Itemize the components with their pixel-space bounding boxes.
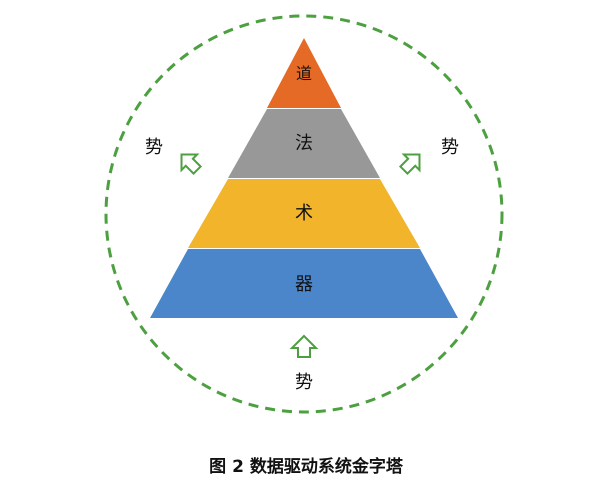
pyramid-layer-qi <box>150 249 458 318</box>
pyramid-layer-fa <box>228 109 380 178</box>
pyramid-layer-shu <box>188 179 420 248</box>
arrow-bottom-up-icon <box>289 334 319 358</box>
layer-label-fa: 法 <box>295 133 313 154</box>
arrow-left-upright-icon <box>180 153 203 176</box>
shi-label-bottom: 势 <box>295 372 313 393</box>
pyramid-layer-dao <box>267 38 341 108</box>
figure-caption: 图 2 数据驱动系统金字塔 <box>209 457 403 477</box>
shi-label-left: 势 <box>145 137 163 158</box>
layer-label-shu: 术 <box>295 203 313 224</box>
layer-label-dao: 道 <box>296 64 312 83</box>
shi-label-right: 势 <box>441 137 459 158</box>
layer-label-qi: 器 <box>295 274 313 295</box>
dashed-circle <box>104 14 504 414</box>
arrow-right-upleft-icon <box>398 153 421 176</box>
pyramid-diagram: 道 法 术 器 势 势 势 <box>104 14 504 414</box>
